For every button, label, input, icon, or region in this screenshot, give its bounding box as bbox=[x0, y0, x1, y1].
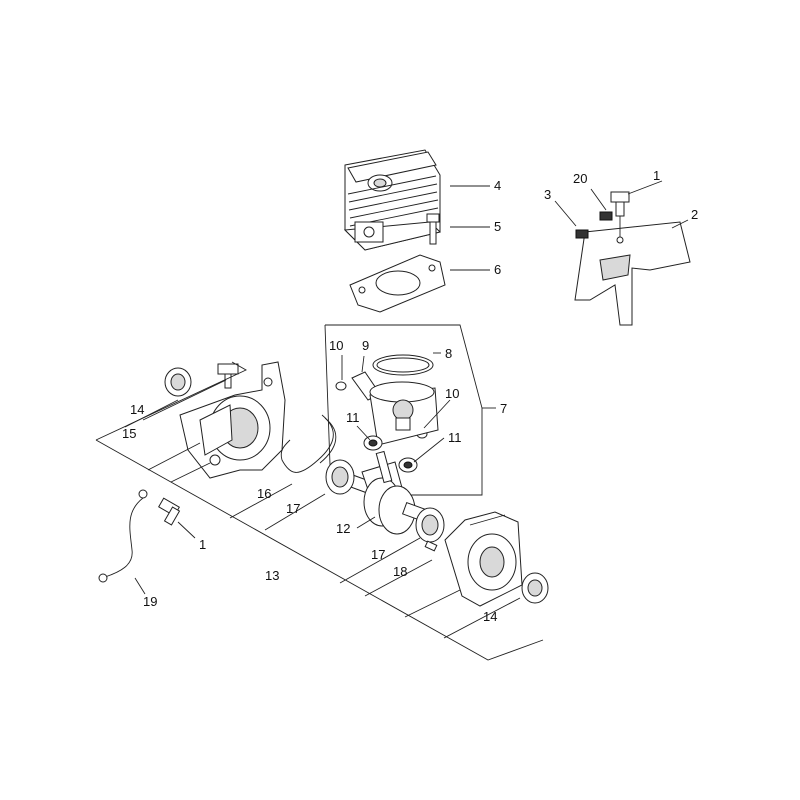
oil-seal-right bbox=[521, 572, 549, 604]
callout-11-left: 11 bbox=[346, 410, 360, 425]
ground-wire bbox=[98, 489, 148, 583]
callout-11-right: 11 bbox=[448, 430, 462, 445]
callout-4: 4 bbox=[494, 178, 501, 193]
crankcase-gasket bbox=[280, 414, 337, 473]
callouts: 4 5 6 1 20 3 2 7 8 9 10 10 11 11 12 13 1… bbox=[122, 168, 698, 624]
callout-14-left: 14 bbox=[130, 402, 144, 417]
shield-screw bbox=[610, 191, 630, 217]
crankcase-bolt bbox=[158, 497, 181, 526]
piston-ring bbox=[372, 354, 434, 376]
nut-3 bbox=[575, 229, 589, 239]
callout-18: 18 bbox=[393, 564, 407, 579]
callout-6: 6 bbox=[494, 262, 501, 277]
callout-19: 19 bbox=[143, 594, 157, 609]
nut-20 bbox=[599, 211, 613, 221]
callout-10-left: 10 bbox=[329, 338, 343, 353]
callout-14-right: 14 bbox=[483, 609, 497, 624]
piston bbox=[369, 381, 439, 446]
callout-10-right: 10 bbox=[445, 386, 459, 401]
callout-12: 12 bbox=[336, 521, 350, 536]
callout-7: 7 bbox=[500, 401, 507, 416]
callout-16: 16 bbox=[257, 486, 271, 501]
oil-seal bbox=[164, 367, 192, 397]
callout-17-lower: 17 bbox=[371, 547, 385, 562]
callout-8: 8 bbox=[445, 346, 452, 361]
crankshaft bbox=[347, 450, 429, 535]
main-bearing bbox=[325, 459, 445, 543]
callout-20: 20 bbox=[573, 171, 587, 186]
dowel-pin bbox=[424, 540, 438, 552]
callout-13: 13 bbox=[265, 568, 279, 583]
callout-15: 15 bbox=[122, 426, 136, 441]
crankcase-right bbox=[444, 511, 523, 607]
callout-2: 2 bbox=[691, 207, 698, 222]
crankcase-left bbox=[179, 361, 286, 479]
cylinder-gasket bbox=[349, 254, 446, 313]
leader-lines bbox=[95, 180, 689, 661]
callout-1-shield: 1 bbox=[653, 168, 660, 183]
needle-bearing bbox=[363, 435, 418, 473]
heat-shield bbox=[574, 210, 691, 326]
callout-5: 5 bbox=[494, 219, 501, 234]
cylinder bbox=[343, 149, 441, 251]
callout-9: 9 bbox=[362, 338, 369, 353]
callout-17-upper: 17 bbox=[286, 501, 300, 516]
cylinder-bolt bbox=[426, 213, 440, 245]
callout-1-bolt: 1 bbox=[199, 537, 206, 552]
callout-3: 3 bbox=[544, 187, 551, 202]
